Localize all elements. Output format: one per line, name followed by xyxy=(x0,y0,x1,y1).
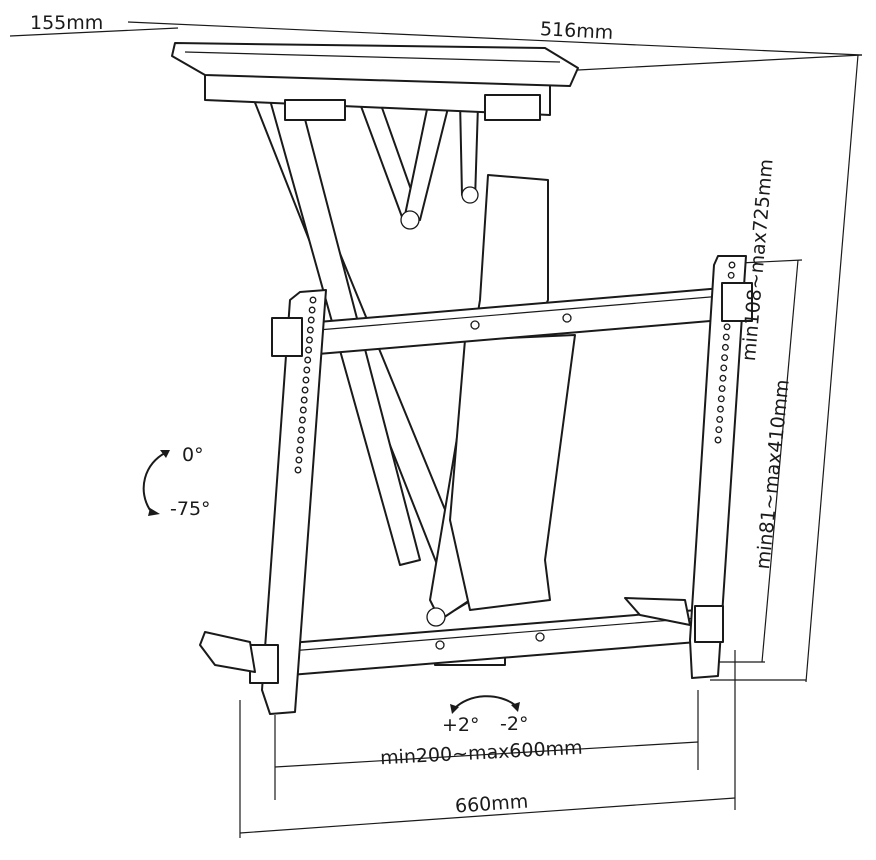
rail-hole xyxy=(719,374,727,382)
rail-hole xyxy=(297,436,305,444)
rail-hole xyxy=(718,385,726,392)
dimension-lines xyxy=(9,21,863,838)
rail-hole xyxy=(304,356,312,364)
top-width-dimension-label: 516mm xyxy=(539,18,614,44)
rail-hole xyxy=(303,366,311,374)
depth-dimension-label: 155mm xyxy=(30,12,104,34)
rail-hole xyxy=(727,271,735,279)
rail-hole xyxy=(296,446,304,454)
tilt-min-label: -75° xyxy=(170,498,211,520)
rail-hole xyxy=(717,405,724,413)
rail-hole xyxy=(302,376,310,384)
rail-hole xyxy=(298,426,305,434)
rail-hole xyxy=(721,343,729,351)
horizontal-bars xyxy=(289,287,723,676)
rail-hole xyxy=(728,261,736,269)
rail-hole xyxy=(723,323,731,331)
tilt-arrow-icon xyxy=(142,450,170,516)
rail-hole xyxy=(305,346,313,354)
rail-hole xyxy=(300,396,308,404)
rail-hole xyxy=(720,364,728,372)
ceiling-plate xyxy=(171,42,579,121)
rail-hole xyxy=(306,336,313,344)
rail-hole xyxy=(722,333,730,341)
swivel-arrow-icon xyxy=(450,695,520,714)
rail-hole xyxy=(306,326,314,334)
rail-hole xyxy=(299,406,307,414)
rail-hole xyxy=(301,386,309,394)
rail-hole xyxy=(298,416,306,424)
rail-hole xyxy=(717,395,725,403)
rail-hole xyxy=(715,426,723,434)
rail-hole xyxy=(294,466,302,474)
vertical-rails xyxy=(199,255,753,715)
swivel-plus-label: +2° xyxy=(442,714,480,736)
rail-hole xyxy=(714,436,722,444)
rail-hole xyxy=(721,354,729,362)
rail-hole xyxy=(295,456,303,464)
tilt-max-label: 0° xyxy=(182,444,204,466)
swivel-minus-label: -2° xyxy=(500,713,529,735)
rail-hole xyxy=(308,306,316,314)
rail-hole xyxy=(309,296,317,304)
rail-hole xyxy=(307,316,315,324)
rail-hole xyxy=(716,415,724,423)
